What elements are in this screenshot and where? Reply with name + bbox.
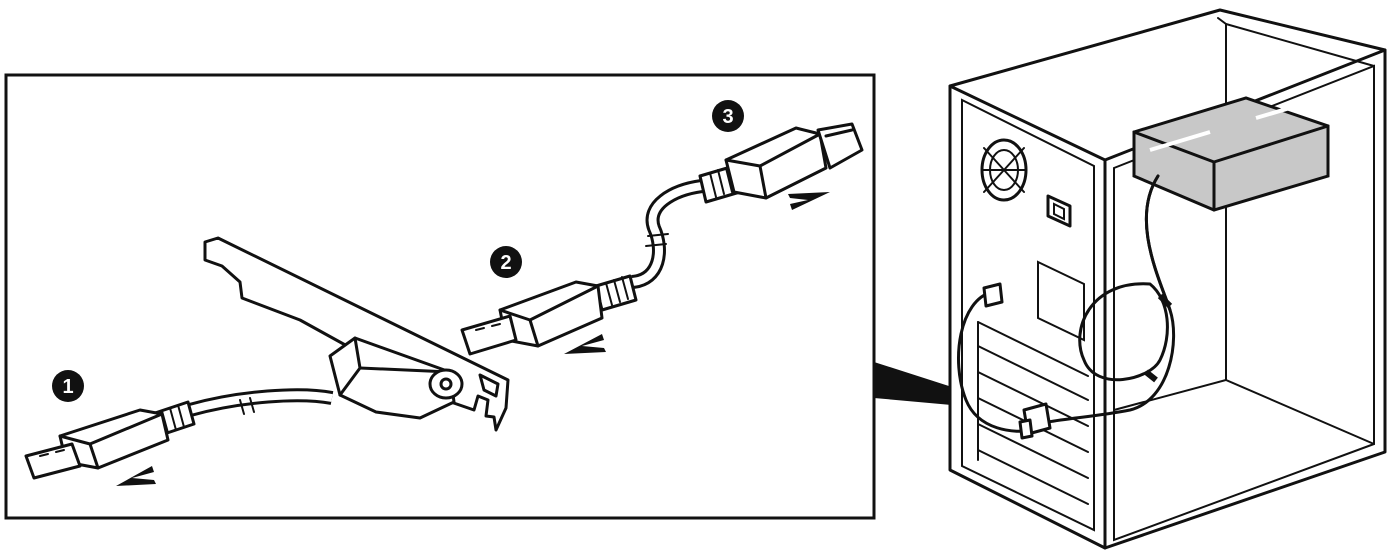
internal-connectors — [982, 282, 1052, 440]
usb-a-connector-2 — [460, 274, 638, 356]
direction-arrow-3 — [788, 192, 830, 210]
usb-b-connector-3 — [698, 122, 864, 204]
cable-2-3 — [630, 179, 704, 289]
step-number-3: 3 — [722, 106, 733, 128]
port-housing — [328, 336, 464, 420]
step-badge-1: 1 — [52, 370, 84, 402]
usb-a-connector-1 — [24, 400, 196, 480]
step-number-2: 2 — [500, 252, 511, 274]
io-panel-outline — [1037, 260, 1085, 342]
drive-device — [1132, 96, 1330, 212]
step-badge-3: 3 — [712, 100, 744, 132]
step-badge-2: 2 — [490, 246, 522, 278]
internal-usb-cable — [957, 174, 1176, 433]
direction-arrow-2 — [564, 334, 606, 354]
cable-1 — [188, 388, 334, 417]
direction-arrow-1 — [116, 466, 156, 486]
step-number-1: 1 — [62, 376, 73, 398]
fan-grille — [980, 138, 1028, 202]
power-inlet — [1046, 194, 1072, 228]
